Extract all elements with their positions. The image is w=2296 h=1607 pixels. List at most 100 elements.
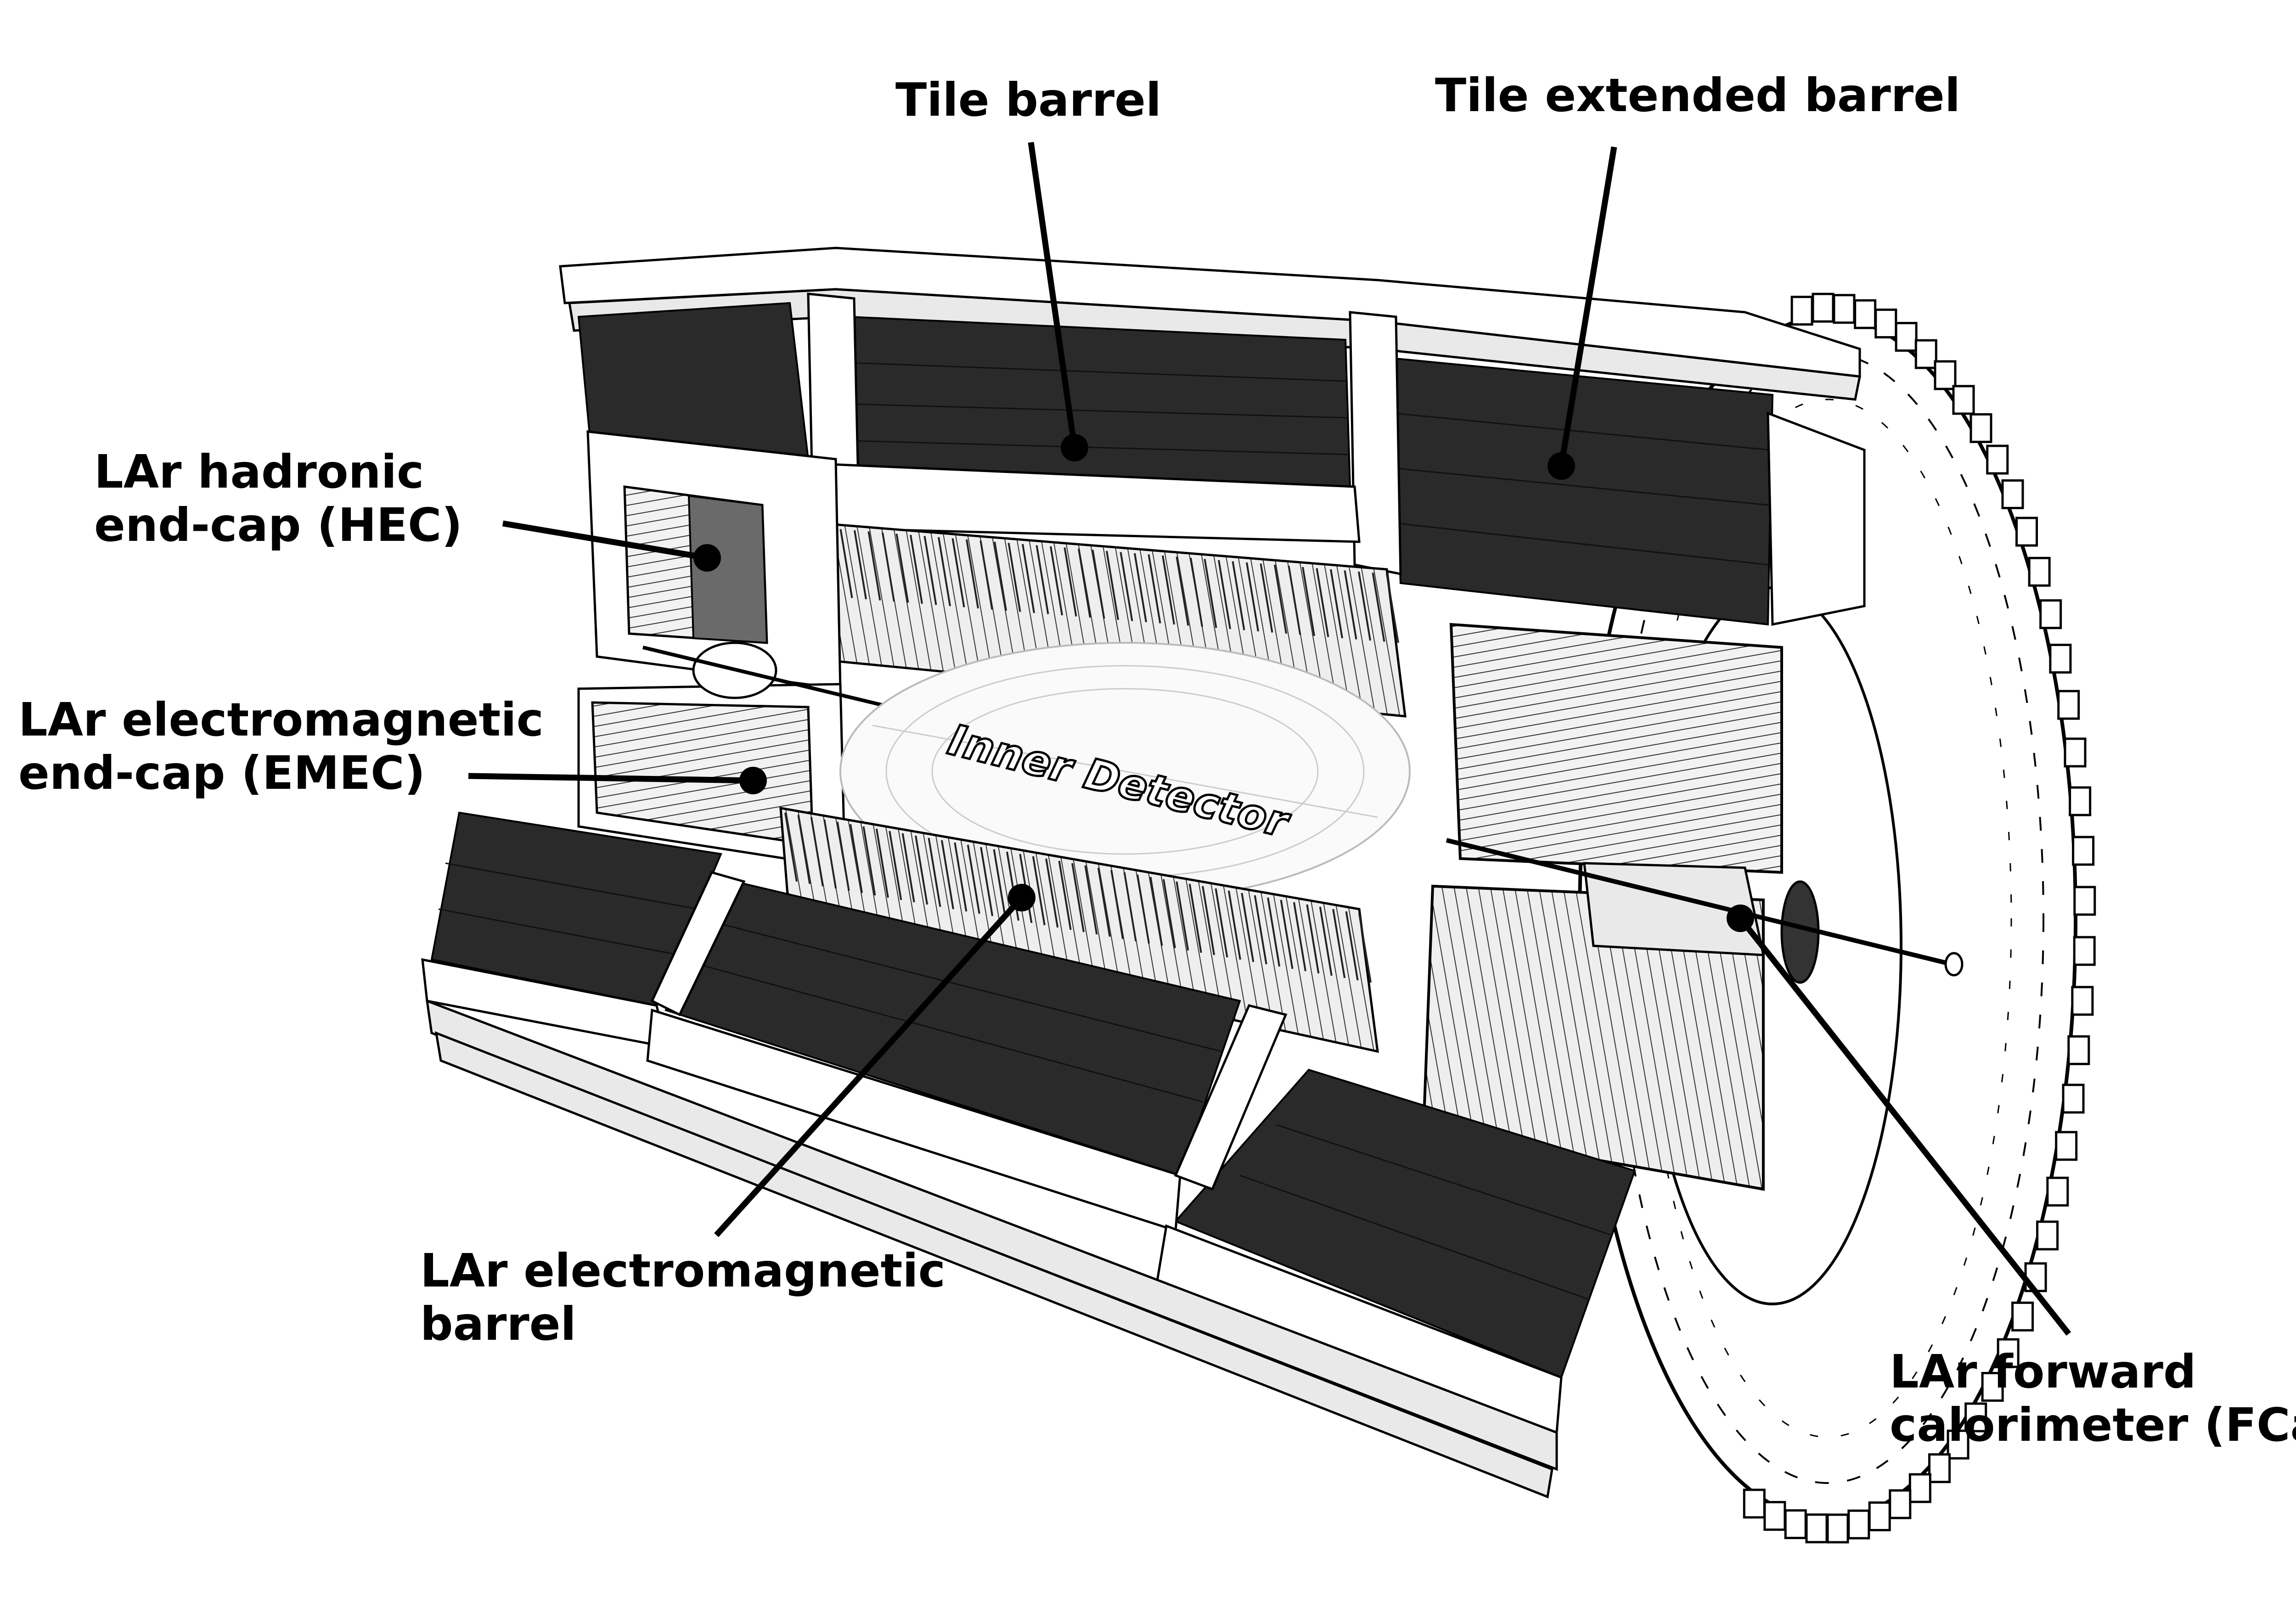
girder-tooth xyxy=(1889,1489,1912,1519)
label-tile-extended-barrel: Tile extended barrel xyxy=(1435,69,1960,122)
girder-tooth xyxy=(2028,556,2051,587)
accordion-module-line xyxy=(1106,551,1119,620)
accordion-module-line xyxy=(954,842,968,912)
outer-girder-teeth xyxy=(1743,292,2096,1544)
tile-bottom-structure xyxy=(421,811,1636,1499)
accordion-module-line xyxy=(928,837,941,907)
accordion-module-line xyxy=(875,828,889,898)
label-lar-fcal: LAr forward calorimeter (FCal) xyxy=(1890,1345,2296,1452)
label-tile-barrel-text: Tile barrel xyxy=(895,73,1162,127)
accordion-module-line xyxy=(1332,909,1346,978)
accordion-module-line xyxy=(1241,893,1255,962)
lar-barrel-bottom-modules xyxy=(779,806,1379,1053)
accordion-module-line xyxy=(1306,904,1320,974)
girder-tooth xyxy=(1805,1513,1828,1544)
girder-tooth xyxy=(1981,1371,2004,1402)
accordion-module-line xyxy=(1071,863,1085,933)
accordion-module-line xyxy=(1260,563,1273,633)
accordion-module-line xyxy=(1274,564,1287,634)
accordion-module-line xyxy=(1345,911,1359,981)
girder-tooth xyxy=(1743,1489,1766,1519)
accordion-module-line xyxy=(1050,546,1063,616)
accordion-module-line xyxy=(836,821,850,891)
accordion-module-line xyxy=(1007,543,1021,612)
girder-tooth xyxy=(2055,1131,2078,1161)
accordion-module-line xyxy=(1267,897,1281,967)
girder-tooth xyxy=(2049,644,2072,674)
accordion-module-line xyxy=(940,840,954,910)
label-lar-hec-line2: end-cap (HEC) xyxy=(94,498,463,552)
girder-tooth xyxy=(1847,1509,1870,1540)
girder-tooth xyxy=(2071,986,2094,1016)
dot-em-barrel xyxy=(1008,884,1035,911)
accordion-module-line xyxy=(915,835,929,905)
tile-top-structure xyxy=(559,247,1866,626)
girder-tooth xyxy=(2046,1176,2069,1207)
accordion-module-line xyxy=(1176,556,1189,626)
accordion-module-line xyxy=(850,824,863,893)
girder-tooth xyxy=(2036,1220,2059,1251)
dot-emec xyxy=(739,767,767,794)
label-lar-emec-line2: end-cap (EMEC) xyxy=(18,746,426,800)
label-lar-em-barrel-line1: LAr electromagnetic xyxy=(420,1244,945,1298)
accordion-module-line xyxy=(1372,573,1385,642)
girder-tooth xyxy=(1868,1501,1891,1532)
accordion-module-line xyxy=(1319,906,1333,976)
accordion-module-line xyxy=(1293,902,1306,972)
girder-tooth xyxy=(2073,886,2096,916)
leader-em-barrel xyxy=(714,895,1024,1237)
girder-tooth xyxy=(1833,294,1856,324)
accordion-module-line xyxy=(1148,554,1161,624)
girder-tooth xyxy=(1997,1338,2020,1368)
accordion-module-line xyxy=(1045,858,1059,928)
accordion-module-line xyxy=(1032,856,1046,926)
accordion-module-line xyxy=(910,534,923,604)
girder-tooth xyxy=(2057,690,2080,720)
accordion-module-line xyxy=(1188,883,1202,953)
accordion-module-line xyxy=(1386,573,1399,643)
label-tile-barrel: Tile barrel xyxy=(895,73,1161,127)
label-lar-hec-line1: LAr hadronic xyxy=(94,445,424,499)
leader-lines xyxy=(468,142,2071,1336)
accordion-module-line xyxy=(1084,865,1098,935)
girder-tooth xyxy=(1928,1453,1951,1483)
accordion-module-line xyxy=(967,844,980,914)
accordion-module-line xyxy=(1358,913,1372,983)
girder-tooth xyxy=(1908,1473,1931,1503)
girder-tooth xyxy=(1826,1513,1849,1544)
girder-tooth xyxy=(2015,517,2038,547)
girder-tooth xyxy=(1895,322,1918,352)
accordion-module-line xyxy=(1280,899,1294,969)
girder-tooth xyxy=(1812,292,1835,323)
girder-tooth xyxy=(1784,1509,1807,1540)
girder-tooth xyxy=(2011,1301,2034,1332)
accordion-module-line xyxy=(862,826,876,896)
accordion-module-line xyxy=(1288,566,1301,635)
accordion-module-line xyxy=(1246,562,1259,632)
accordion-module-line xyxy=(1110,870,1124,939)
label-lar-hec: LAr hadronic end-cap (HEC) xyxy=(94,445,462,552)
accordion-module-line xyxy=(1120,552,1133,621)
label-lar-emec: LAr electromagnetic end-cap (EMEC) xyxy=(18,693,544,800)
accordion-module-line xyxy=(1092,550,1105,619)
accordion-module-line xyxy=(889,831,902,900)
dot-tile-barrel xyxy=(1061,434,1088,461)
girder-tooth xyxy=(1763,1501,1786,1531)
accordion-module-line xyxy=(980,847,994,916)
dot-hec xyxy=(693,544,721,572)
accordion-module-line xyxy=(979,540,993,610)
girder-tooth xyxy=(2069,786,2092,816)
girder-tooth xyxy=(1964,1402,1987,1433)
girder-tooth xyxy=(2062,1084,2085,1114)
label-lar-em-barrel-line2: barrel xyxy=(420,1297,576,1351)
accordion-module-line xyxy=(1227,890,1241,960)
label-lar-fcal-line1: LAr forward xyxy=(1890,1345,2196,1399)
accordion-module-line xyxy=(1134,553,1147,623)
accordion-module-line xyxy=(901,833,915,903)
accordion-module-line xyxy=(882,532,895,602)
dot-tile-extended xyxy=(1548,452,1575,480)
girder-tooth xyxy=(1854,299,1877,329)
accordion-module-line xyxy=(1202,886,1216,955)
accordion-module-line xyxy=(1064,547,1077,617)
accordion-module-line xyxy=(839,529,853,598)
